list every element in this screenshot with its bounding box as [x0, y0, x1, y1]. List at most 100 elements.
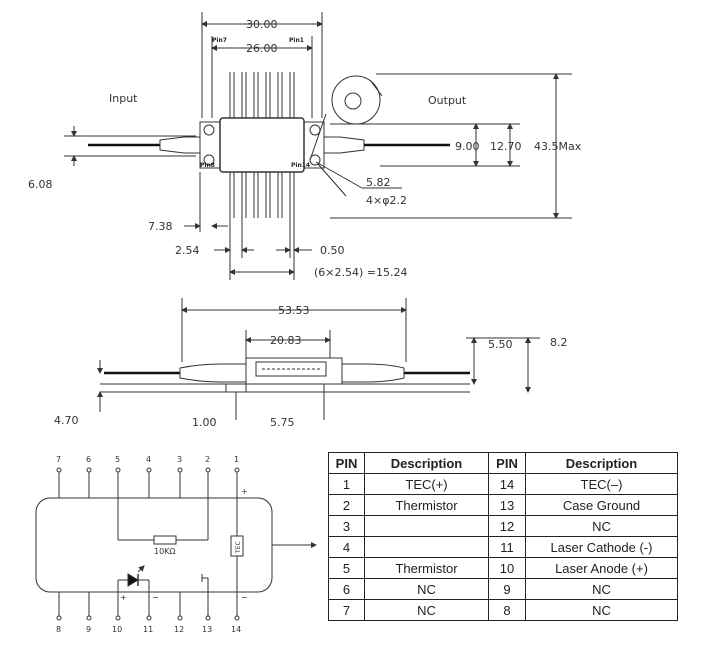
pin-label-top: 1	[234, 455, 239, 464]
dim-30: 30.00	[246, 18, 278, 31]
table-cell	[364, 536, 489, 558]
tec-element	[230, 535, 244, 557]
dim-43-5: 43.5Max	[534, 140, 582, 153]
dim-5-75: 5.75	[270, 416, 295, 429]
schematic-labels: 7 6 5 4 3 2 1 8 9 10 11 12 13 14 10KΩ TE…	[56, 455, 248, 634]
table-cell: Laser Anode (+)	[525, 557, 678, 579]
table-cell: 14	[488, 473, 526, 495]
package-body	[219, 117, 305, 173]
table-cell: 1	[328, 473, 365, 495]
table-cell: 3	[328, 515, 365, 537]
side-view	[97, 298, 540, 420]
table-cell: Laser Cathode (-)	[525, 536, 678, 558]
pin-label-top: 7	[56, 455, 61, 464]
pin-label-bottom: 10	[112, 625, 122, 634]
pin-label-top: 4	[146, 455, 151, 464]
table-cell: NC	[364, 578, 489, 600]
table-cell: 12	[488, 515, 526, 537]
dim-20-83: 20.83	[270, 334, 302, 347]
dim-holes: 4×φ2.2	[366, 194, 407, 207]
table-header: PIN	[488, 452, 526, 474]
table-cell: TEC(+)	[364, 473, 489, 495]
table-cell: NC	[525, 515, 678, 537]
dim-4-70: 4.70	[54, 414, 79, 427]
table-header: Description	[525, 452, 678, 474]
tec-minus-sign: −	[241, 593, 248, 602]
table-cell: 10	[488, 557, 526, 579]
resistor-label: 10KΩ	[154, 547, 176, 556]
dim-5-82: 5.82	[366, 176, 391, 189]
pin1-label: Pin1	[289, 37, 304, 44]
pin-label-bottom: 9	[86, 625, 91, 634]
dim-5-50: 5.50	[488, 338, 513, 351]
dim-0-50: 0.50	[320, 244, 345, 257]
table-cell: 13	[488, 494, 526, 516]
input-label: Input	[109, 92, 138, 105]
mount-hole	[203, 124, 215, 136]
table-cell: NC	[364, 599, 489, 621]
pin-label-top: 5	[115, 455, 120, 464]
table-cell: 7	[328, 599, 365, 621]
pin-label-bottom: 12	[174, 625, 184, 634]
pin-label-top: 6	[86, 455, 91, 464]
pin-label-top: 2	[205, 455, 210, 464]
table-cell	[364, 515, 489, 537]
dim-26: 26.00	[246, 42, 278, 55]
diode-minus-sign: −	[152, 593, 159, 602]
dim-8-2: 8.2	[550, 336, 568, 349]
table-cell: 5	[328, 557, 365, 579]
table-cell: 2	[328, 494, 365, 516]
table-cell: NC	[525, 578, 678, 600]
top-view	[64, 12, 572, 280]
table-cell: 4	[328, 536, 365, 558]
table-row: 1 TEC(+) 14 TEC(–)	[328, 473, 678, 495]
pin-label-top: 3	[177, 455, 182, 464]
dim-1-00: 1.00	[192, 416, 217, 429]
pin8-label: Pin8	[200, 162, 215, 169]
dim-9: 9.00	[455, 140, 480, 153]
dim-pitch: (6×2.54) =15.24	[314, 266, 408, 279]
side-view-labels: 53.53 20.83 5.50 8.2 4.70 1.00 5.75	[54, 304, 568, 429]
laser-diode	[127, 573, 139, 587]
table-cell: TEC(–)	[525, 473, 678, 495]
bottom-leads	[229, 168, 295, 218]
tec-plus-sign: +	[241, 487, 248, 496]
table-header-row: PIN Description PIN Description	[328, 452, 678, 474]
pin-label-bottom: 8	[56, 625, 61, 634]
schematic	[35, 467, 317, 621]
dim-7-38: 7.38	[148, 220, 173, 233]
pin-description-table: PIN Description PIN Description 1 TEC(+)…	[328, 452, 678, 621]
table-cell: Thermistor	[364, 494, 489, 516]
table-cell: 9	[488, 578, 526, 600]
table-cell: 11	[488, 536, 526, 558]
thermistor	[153, 535, 177, 545]
table-row: 2 Thermistor 13 Case Ground	[328, 494, 678, 516]
table-cell: NC	[525, 599, 678, 621]
mount-hole	[203, 154, 215, 166]
pin7-label: Pin7	[212, 37, 227, 44]
diode-plus-sign: +	[120, 593, 127, 602]
dim-2-54: 2.54	[175, 244, 200, 257]
table-row: 3 12 NC	[328, 515, 678, 537]
output-label: Output	[428, 94, 467, 107]
dim-6-08: 6.08	[28, 178, 53, 191]
pin14-label: Pin14	[291, 162, 310, 169]
top-leads	[229, 72, 295, 122]
tec-label: TEC	[235, 541, 242, 554]
table-row: 6 NC 9 NC	[328, 578, 678, 600]
pin-label-bottom: 11	[143, 625, 153, 634]
top-view-labels: Input Output Pin7 Pin1 Pin8 Pin14 30.00 …	[28, 18, 582, 279]
table-header: PIN	[328, 452, 365, 474]
table-row: 5 Thermistor 10 Laser Anode (+)	[328, 557, 678, 579]
table-cell: Thermistor	[364, 557, 489, 579]
table-cell: Case Ground	[525, 494, 678, 516]
pin-label-bottom: 13	[202, 625, 212, 634]
table-header: Description	[364, 452, 489, 474]
table-cell: 8	[488, 599, 526, 621]
table-cell: 6	[328, 578, 365, 600]
table-row: 4 11 Laser Cathode (-)	[328, 536, 678, 558]
table-row: 7 NC 8 NC	[328, 599, 678, 621]
dim-12-7: 12.70	[490, 140, 522, 153]
pin-label-bottom: 14	[231, 625, 241, 634]
